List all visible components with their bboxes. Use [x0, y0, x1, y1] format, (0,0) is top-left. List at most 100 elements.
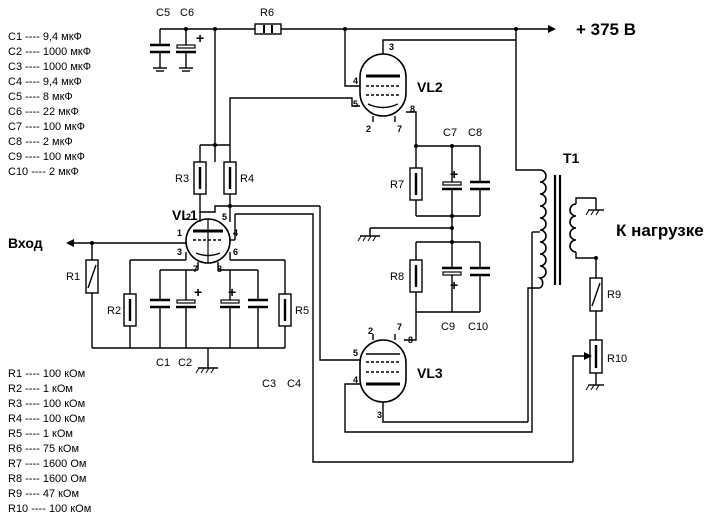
r2-label: R2 [107, 305, 121, 317]
capacitor-c10: C10 [468, 242, 490, 333]
list-item: R1 ---- 100 кОм [8, 368, 85, 380]
polarity-mark: + [450, 277, 458, 293]
pin-label: 5 [353, 348, 358, 358]
wiper-arrow-icon [584, 352, 592, 360]
list-item: R2 ---- 1 кОм [8, 383, 73, 395]
tube-vl3: VL3 2 7 8 5 4 3 [353, 322, 443, 420]
t1-label: T1 [563, 150, 580, 166]
c2-label: C2 [178, 357, 192, 369]
pin-label: 4 [353, 375, 358, 385]
list-item: R8 ---- 1600 Ом [8, 473, 86, 485]
r3-label: R3 [175, 173, 189, 185]
pin-label: 8 [408, 335, 413, 345]
capacitor-c5 [150, 29, 170, 72]
ground-icon [195, 348, 218, 374]
pin-label: 2 [366, 124, 371, 134]
list-item: R9 ---- 47 кОм [8, 488, 79, 500]
resistor-r10: R10 [589, 339, 627, 385]
pin-label: 3 [377, 410, 382, 420]
list-item: C9 ---- 100 мкФ [8, 151, 85, 163]
pin-label: 2 [368, 326, 373, 336]
ground-icon [585, 384, 604, 391]
list-item: C2 ---- 1000 мкФ [8, 46, 91, 58]
pin-label: 6 [233, 247, 238, 257]
capacitor-c2: + C2 [176, 270, 202, 369]
ground-icon [585, 198, 604, 216]
resistor-r9: R9 [589, 277, 621, 340]
ground-icon [357, 228, 380, 242]
capacitor-list: C1 ---- 9,4 мкФ C2 ---- 1000 мкФ C3 ----… [8, 31, 91, 178]
tube-vl2: VL2 3 4 5 8 2 7 [353, 42, 443, 134]
pin-label: 7 [397, 322, 402, 332]
r1-label: R1 [66, 271, 80, 283]
load-label: К нагрузке [616, 221, 704, 240]
polarity-mark: + [194, 284, 202, 300]
polarity-mark: + [228, 284, 236, 300]
list-item: C6 ---- 22 мкФ [8, 106, 79, 118]
list-item: R3 ---- 100 кОм [8, 398, 85, 410]
supply-label: + 375 В [576, 20, 636, 39]
pin-label: 3 [389, 42, 394, 52]
list-item: R10 ---- 100 кОм [8, 503, 91, 515]
c5-label: C5 [156, 7, 170, 19]
resistor-r1: R1 [66, 243, 99, 348]
capacitor-c4: C4 [248, 270, 301, 390]
list-item: R4 ---- 100 кОм [8, 413, 85, 425]
pin-label: 7 [397, 124, 402, 134]
pin-label: 8 [217, 264, 222, 274]
r10-label: R10 [607, 353, 627, 365]
input-node: Вход [8, 235, 186, 251]
capacitor-c9: + C9 [441, 242, 462, 333]
transformer-t1: T1 [515, 29, 580, 422]
r7-label: R7 [390, 179, 404, 191]
c3-label: C3 [262, 378, 276, 390]
resistor-r4: R4 [223, 145, 254, 212]
c4-label: C4 [287, 378, 301, 390]
list-item: C3 ---- 1000 мкФ [8, 61, 91, 73]
r4-label: R4 [240, 173, 254, 185]
r8-label: R8 [390, 271, 404, 283]
polarity-mark: + [450, 166, 458, 182]
resistor-r6 [254, 23, 282, 35]
list-item: C5 ---- 8 мкФ [8, 91, 73, 103]
supply-rail: + 375 В C5 C6 R6 [156, 7, 636, 39]
tube-vl1: VL1 2 5 1 4 3 6 7 8 [172, 207, 238, 274]
vl1-label: VL1 [172, 207, 198, 223]
c9-label: C9 [441, 321, 455, 333]
pin-label: 3 [177, 247, 182, 257]
resistor-list: R1 ---- 100 кОм R2 ---- 1 кОм R3 ---- 10… [8, 368, 91, 515]
list-item: C7 ---- 100 мкФ [8, 121, 85, 133]
list-item: C4 ---- 9,4 мкФ [8, 76, 82, 88]
r6-label: R6 [260, 7, 274, 19]
pin-label: 8 [410, 104, 415, 114]
list-item: R5 ---- 1 кОм [8, 428, 73, 440]
resistor-r3: R3 [175, 144, 230, 212]
pin-label: 5 [222, 212, 227, 222]
vl2-label: VL2 [417, 79, 443, 95]
resistor-r5: R5 [278, 260, 309, 348]
c10-label: C10 [468, 321, 488, 333]
capacitor-c8: C8 [468, 127, 490, 216]
r9-label: R9 [607, 289, 621, 301]
list-item: C10 ---- 2 мкФ [8, 166, 79, 178]
capacitor-c3: + C3 [220, 270, 276, 390]
arrow-left-icon [66, 239, 74, 247]
pin-label: 2 [186, 212, 191, 222]
list-item: C8 ---- 2 мкФ [8, 136, 73, 148]
resistor-r7: R7 [390, 146, 423, 216]
capacitor-c7: + C7 [442, 127, 462, 216]
pin-label: 4 [353, 76, 358, 86]
arrow-right-icon [548, 25, 556, 33]
list-item: R7 ---- 1600 Ом [8, 458, 86, 470]
list-item: C1 ---- 9,4 мкФ [8, 31, 82, 43]
pin-label: 1 [177, 228, 182, 238]
vl3-label: VL3 [417, 365, 443, 381]
pin-label: 7 [193, 264, 198, 274]
pin-label: 5 [353, 99, 358, 109]
capacitor-c6: + [176, 29, 204, 72]
input-label: Вход [8, 235, 43, 251]
c6-label: C6 [180, 7, 194, 19]
resistor-r8: R8 [390, 242, 423, 312]
r5-label: R5 [295, 305, 309, 317]
